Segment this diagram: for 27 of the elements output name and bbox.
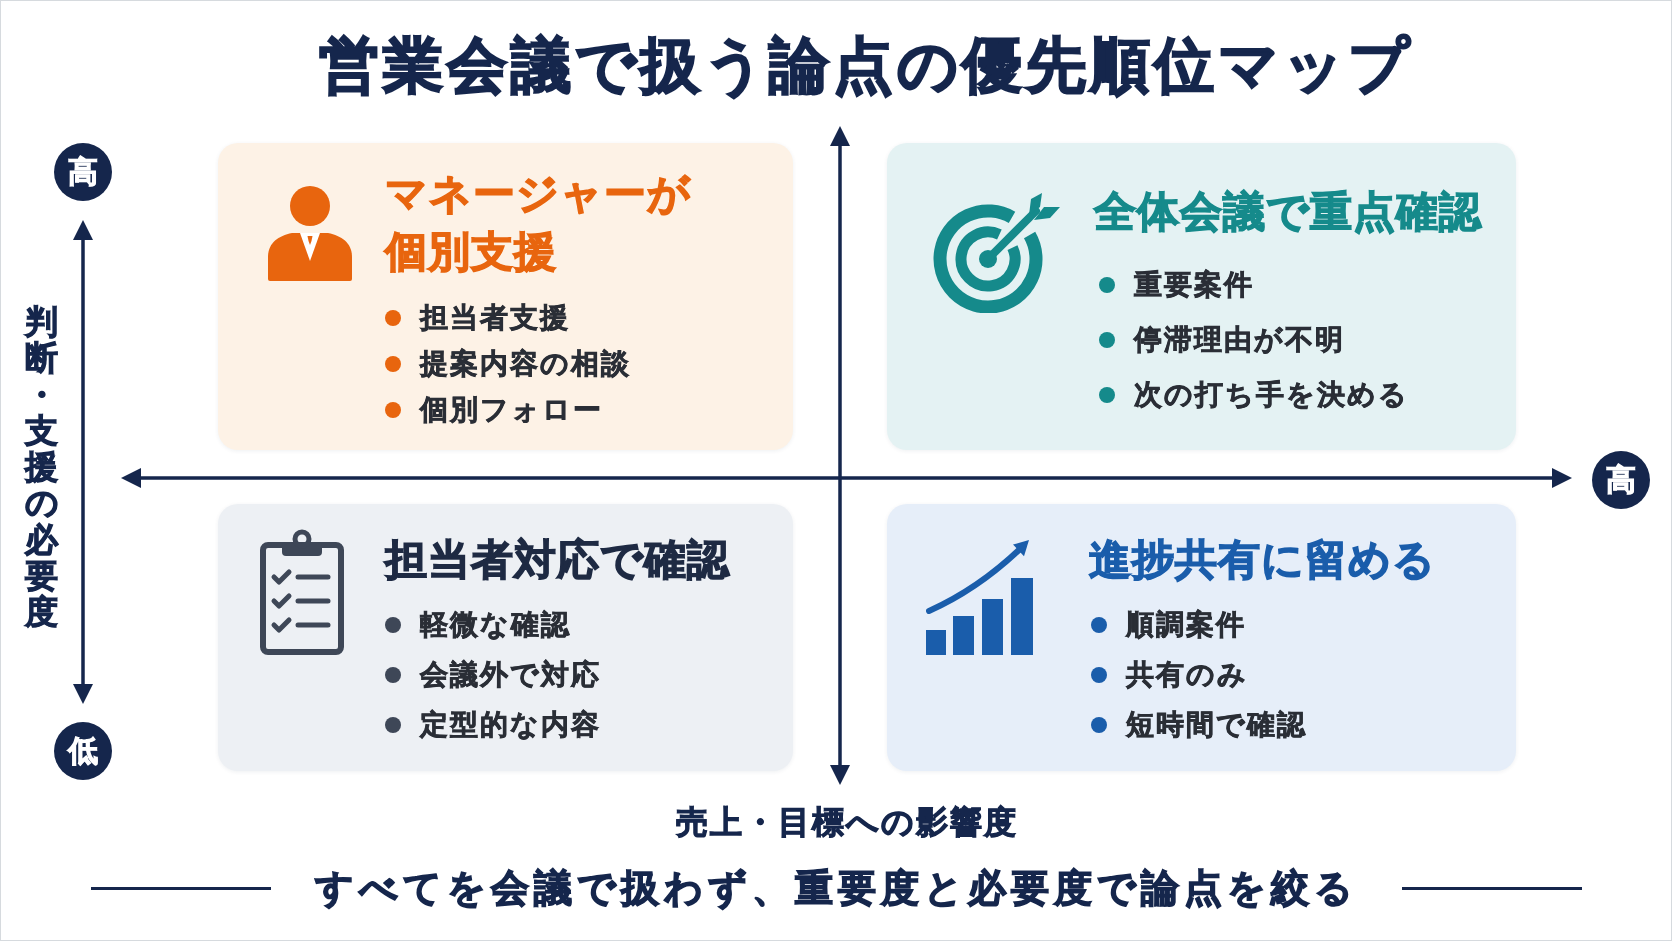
quadrant-panel — [218, 143, 793, 450]
bullet-text: 担当者支援 — [420, 300, 570, 336]
quadrant-heading: マネージャーが個別支援 — [385, 168, 692, 278]
quadrant-heading: 全体会議で重点確認 — [1094, 186, 1482, 238]
axis-label: 判断・支援の必要度 — [25, 304, 58, 631]
bullet-text: 個別フォロー — [420, 392, 603, 428]
bullet-text: 停滞理由が不明 — [1134, 321, 1345, 358]
bullet-text: 軽微な確認 — [420, 607, 571, 643]
axis-label: 売上・目標への影響度 — [676, 802, 1018, 842]
bullet-text: 短時間で確認 — [1126, 707, 1307, 743]
quadrant-panel — [218, 504, 793, 771]
axis-level-marker: 高 — [54, 143, 112, 201]
quadrant-heading: 担当者対応で確認 — [385, 534, 730, 586]
bullet-text: 定型的な内容 — [420, 707, 601, 743]
bullet-text: 順調案件 — [1126, 607, 1246, 643]
quadrant-panel — [887, 504, 1516, 771]
diagram-title: 営業会議で扱う論点の優先順位マップ — [319, 29, 1413, 101]
quadrant-panel — [887, 143, 1516, 450]
bullet-text: 共有のみ — [1126, 657, 1248, 693]
axis-level-marker: 低 — [54, 722, 112, 780]
bullet-text: 提案内容の相談 — [420, 346, 631, 382]
caption-text: すべてを会議で扱わず、重要度と必要度で論点を絞る — [314, 865, 1358, 912]
quadrant-heading: 進捗共有に留める — [1089, 534, 1436, 586]
bullet-text: 次の打ち手を決める — [1134, 376, 1409, 413]
bullet-text: 重要案件 — [1134, 266, 1254, 303]
bullet-text: 会議外で対応 — [420, 657, 601, 693]
axis-level-marker: 高 — [1592, 451, 1650, 509]
